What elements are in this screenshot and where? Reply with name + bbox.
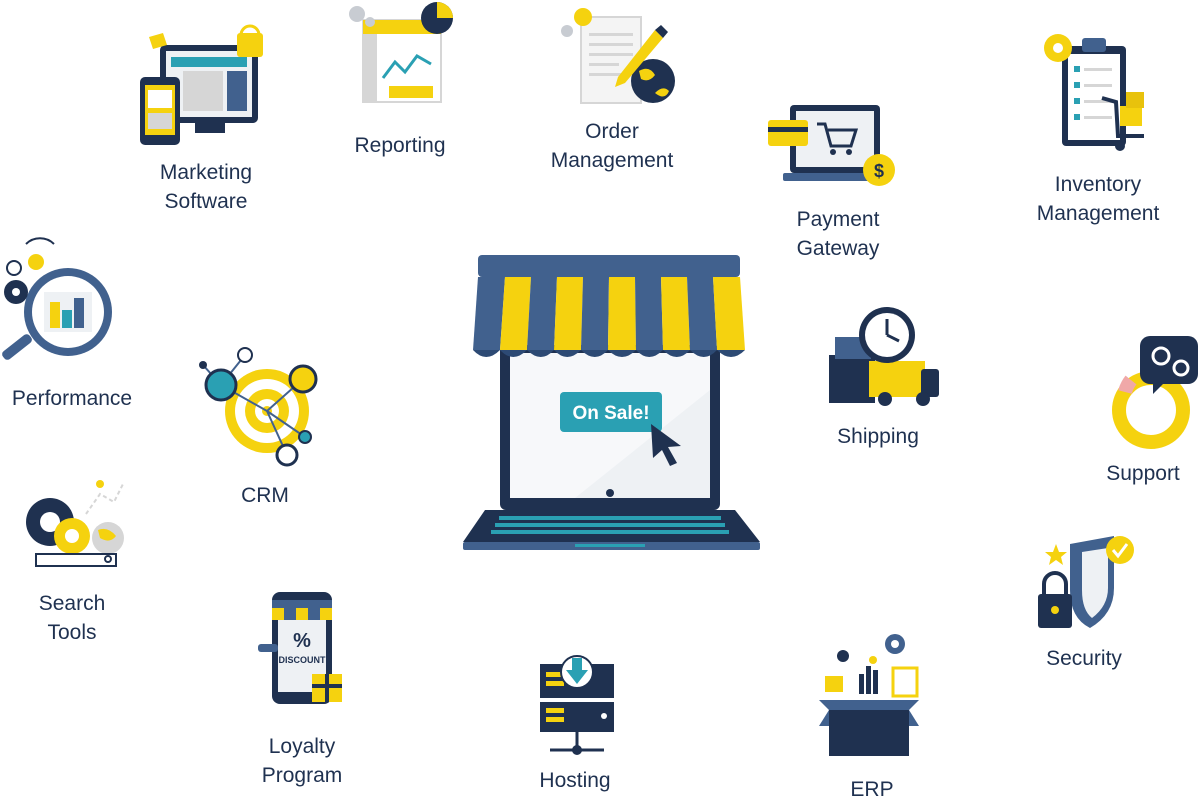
loyalty-discount-text: DISCOUNT	[279, 655, 327, 665]
search-tools-icon	[26, 480, 125, 567]
erp-icon	[819, 634, 919, 756]
shipping-label: Shipping	[837, 425, 919, 448]
shipping-icon	[829, 307, 939, 406]
performance-icon	[2, 237, 112, 360]
crm-icon	[199, 347, 318, 467]
crm-label: CRM	[241, 484, 289, 507]
reporting-label: Reporting	[354, 134, 446, 157]
security-icon	[1038, 536, 1134, 628]
storefront-laptop-icon: On Sale!	[463, 255, 760, 550]
svg-text:$: $	[874, 161, 884, 181]
payment-gateway-icon: $	[768, 105, 895, 186]
security-label: Security	[1046, 647, 1122, 670]
performance-label: Performance	[11, 387, 133, 410]
order-management-icon	[561, 8, 675, 104]
hosting-label: Hosting	[539, 769, 611, 792]
support-icon	[1112, 336, 1198, 449]
erp-label: ERP	[850, 778, 894, 801]
reporting-icon	[349, 2, 453, 103]
marketing-software-icon	[140, 24, 263, 145]
loyalty-percent-text: %	[293, 630, 311, 652]
loyalty-program-icon: % DISCOUNT	[258, 592, 342, 704]
hosting-icon	[540, 655, 614, 755]
on-sale-badge-text: On Sale!	[572, 403, 649, 424]
inventory-management-icon	[1044, 34, 1144, 151]
support-label: Support	[1106, 462, 1180, 485]
